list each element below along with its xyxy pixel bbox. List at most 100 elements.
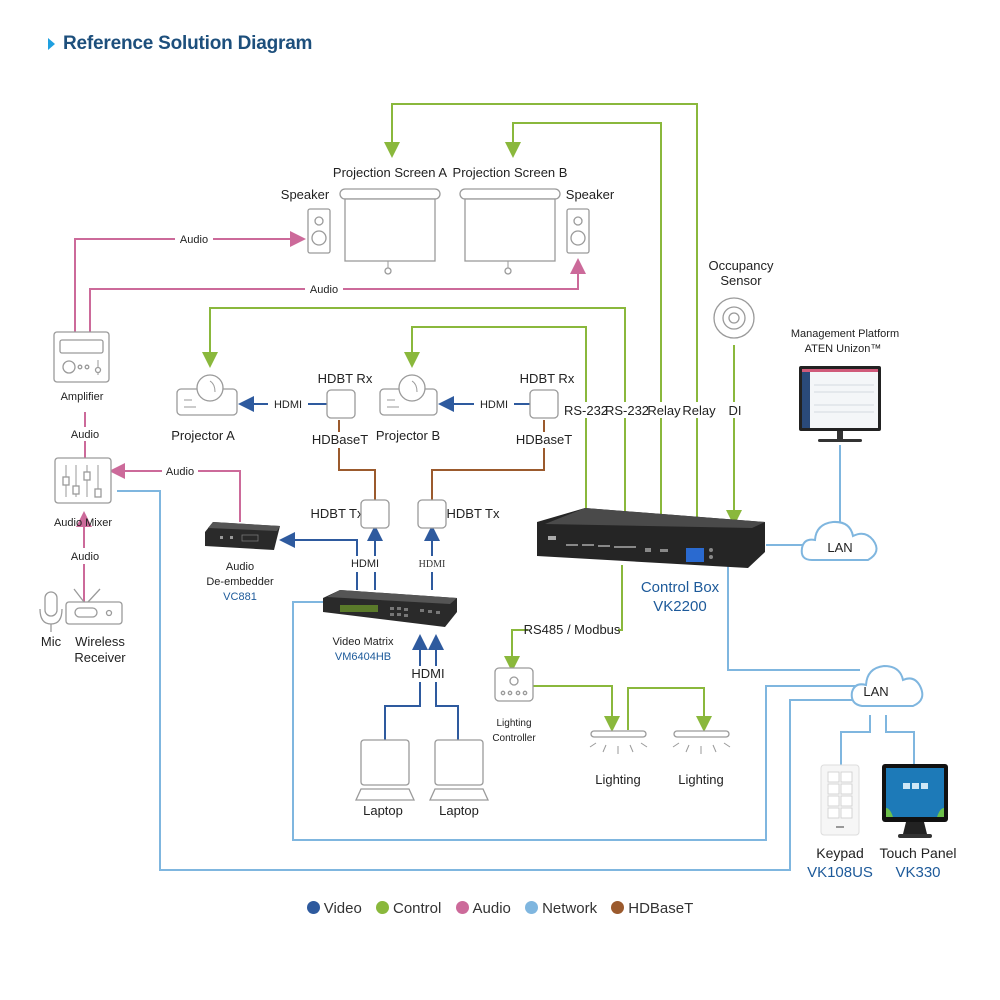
wireless-receiver-label-2: Receiver [74, 650, 126, 665]
occupancy-sensor: Occupancy Sensor [708, 258, 774, 339]
light-icon [590, 730, 647, 738]
hdbt-tx-a: HDBT Tx [311, 499, 390, 529]
hdbt-rx-icon [326, 389, 356, 419]
hdbt-rx-a: HDBT Rx [318, 371, 373, 419]
legend-label: Audio [472, 900, 511, 917]
screen-icon [464, 198, 556, 262]
label-hdmi-projector-a: HDMI [274, 399, 302, 411]
hdbt-tx-b-label: HDBT Tx [447, 506, 500, 521]
hdmi-laptop-2 [428, 634, 459, 750]
lighting-2-label: Lighting [678, 772, 724, 787]
projection-screen-a: Projection Screen A [333, 165, 448, 275]
audio-mixer: Audio Mixer [54, 457, 112, 529]
label-hdmi-projector-b: HDMI [480, 399, 508, 411]
legend-item-control: Control [375, 900, 442, 917]
hdbt-tx-icon [417, 499, 447, 529]
keypad-icon [820, 764, 860, 836]
lighting-1: Lighting [589, 730, 648, 787]
label-relay-b: Relay [682, 403, 716, 418]
screen-icon [344, 198, 436, 262]
network-lan2-touchpanel [885, 715, 915, 765]
control-box: Control Box VK2200 [537, 508, 765, 615]
legend-dot-audio [455, 901, 469, 914]
lighting-line-1 [533, 685, 620, 732]
audio-deembedder: Audio De-embedder VC881 [205, 522, 280, 603]
keypad: Keypad VK108US [807, 764, 873, 881]
projector-a-label: Projector A [171, 428, 235, 443]
projection-screen-b: Projection Screen B [453, 165, 568, 275]
wireless-receiver: Wireless Receiver [65, 588, 126, 665]
legend: Video Control Audio Network HDBaseT [0, 900, 1000, 917]
audio-deemb-mixer [109, 463, 241, 522]
speaker-left-label: Speaker [281, 187, 330, 202]
page-title: Reference Solution Diagram [63, 33, 313, 54]
wireless-receiver-label-1: Wireless [75, 634, 125, 649]
projection-screen-b-label: Projection Screen B [453, 165, 568, 180]
cloud-icon [800, 520, 878, 561]
legend-item-video: Video [306, 900, 362, 917]
hdbaset-lines [338, 420, 545, 500]
light-icon [673, 730, 730, 738]
lan-cloud-1: LAN [800, 520, 878, 561]
management-platform-label-2: ATEN Unizon™ [805, 343, 882, 355]
legend-label: Control [392, 900, 442, 917]
label-audio-receiver: Audio [71, 551, 99, 563]
hdbt-tx-icon [360, 499, 390, 529]
occupancy-sensor-label-1: Occupancy [708, 258, 774, 273]
legend-item-hdbaset: HDBaseT [611, 900, 693, 917]
triangle-right-icon [48, 38, 55, 50]
speaker-right-label: Speaker [566, 187, 615, 202]
video-matrix: Video Matrix VM6404HB [323, 590, 457, 663]
occupancy-sensor-label-2: Sensor [720, 273, 762, 288]
hdbt-tx-b: HDBT Tx [417, 499, 500, 529]
video-matrix-model: VM6404HB [335, 651, 391, 663]
projector-b-label: Projector B [376, 428, 440, 443]
lighting-controller-label-1: Lighting [496, 718, 531, 729]
lighting-controller-label-2: Controller [492, 733, 536, 744]
network-mixer [117, 490, 860, 871]
relay-line-screen-a [384, 103, 698, 520]
label-audio-speaker-right: Audio [310, 284, 338, 296]
video-matrix-label: Video Matrix [333, 636, 394, 648]
projector-a: Projector A [171, 374, 238, 443]
legend-dot-network [525, 901, 539, 914]
speaker-left: Speaker [281, 187, 331, 254]
label-audio-mixer-amp: Audio [71, 429, 99, 441]
hdbt-rx-icon [529, 389, 559, 419]
projection-screen-a-label: Projection Screen A [333, 165, 448, 180]
audio-amp-speaker-right [89, 258, 586, 332]
label-audio-deembedder: Audio [166, 466, 194, 478]
hdmi-matrix-deembedder [279, 532, 358, 590]
touch-panel: Touch Panel VK330 [879, 764, 957, 881]
audio-amp-speaker-left [74, 231, 306, 332]
laptop-icon [360, 739, 410, 786]
legend-dot-hdbaset [611, 901, 625, 914]
network-matrix [292, 601, 860, 841]
deembedder-label-1: Audio [226, 561, 254, 573]
lighting-controller: Lighting Controller [492, 667, 536, 744]
network-lines [117, 445, 915, 871]
label-di: DI [729, 403, 742, 418]
cloud-icon [850, 664, 924, 707]
deembedder-model: VC881 [223, 591, 257, 603]
management-platform-label-1: Management Platform [791, 328, 899, 340]
amplifier-label: Amplifier [61, 391, 104, 403]
legend-label: HDBaseT [628, 900, 694, 917]
rs232-line-projector-b [404, 326, 587, 520]
hdbt-tx-a-label: HDBT Tx [311, 506, 364, 521]
lan-2-label: LAN [863, 684, 888, 699]
label-rs232-b: RS-232 [605, 403, 649, 418]
laptop-2-label: Laptop [439, 803, 479, 818]
audio-mixer-label: Audio Mixer [54, 517, 112, 529]
projector-b: Projector B [376, 374, 440, 443]
label-audio-speaker-left: Audio [180, 234, 208, 246]
legend-dot-video [306, 901, 320, 914]
control-box-label: Control Box [641, 579, 720, 596]
rs485-line [504, 565, 623, 672]
connection-labels: Audio Audio Audio Audio Audio HDMI HDMI … [65, 231, 742, 682]
mic: Mic [39, 591, 63, 649]
laptop-2: Laptop [428, 739, 490, 818]
label-rs232-a: RS-232 [564, 403, 608, 418]
legend-item-network: Network [525, 900, 597, 917]
